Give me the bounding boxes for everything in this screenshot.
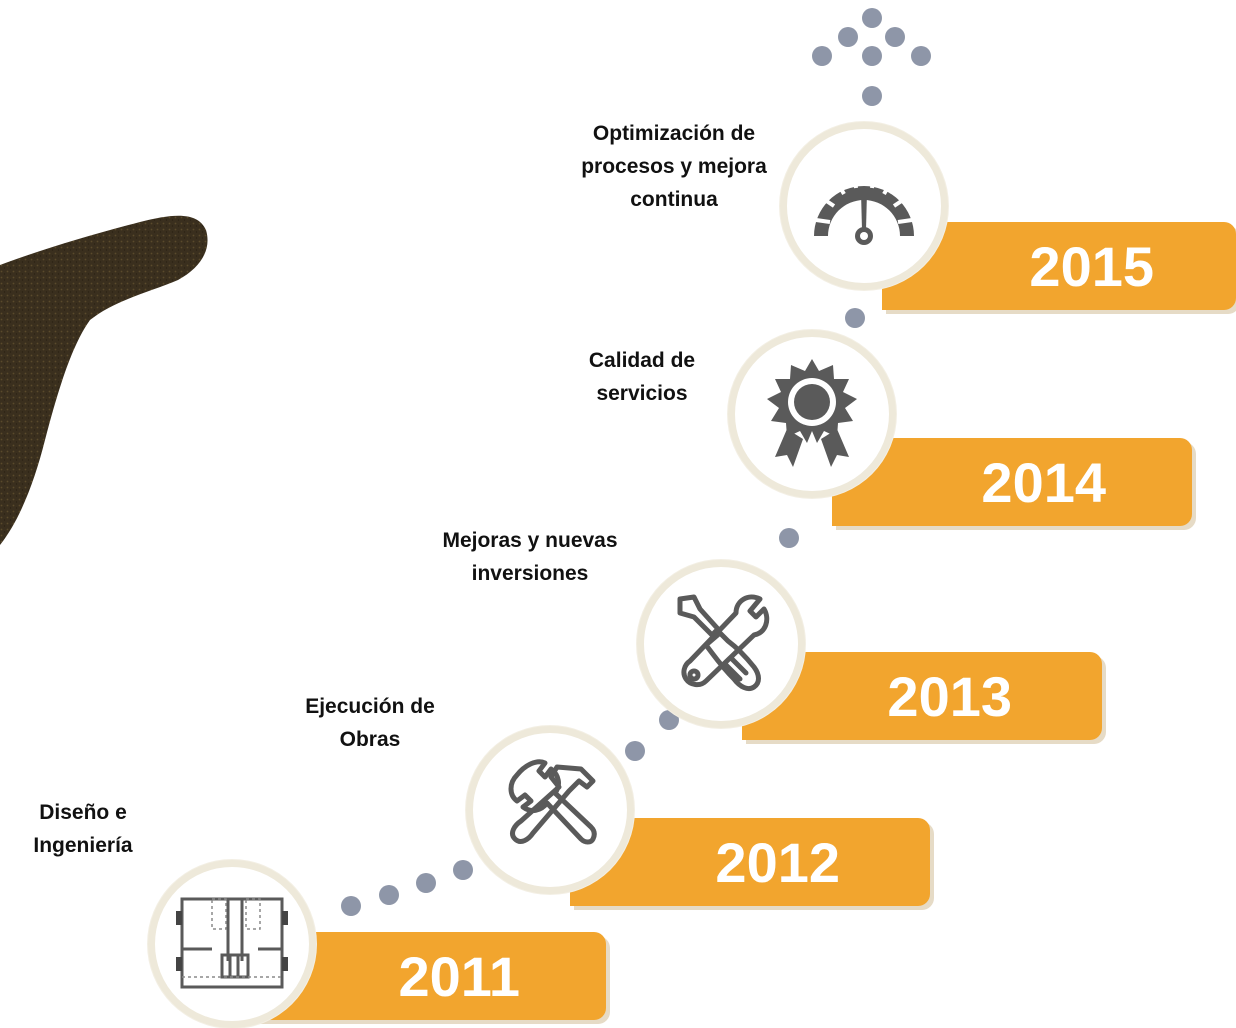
year-bar-2013: 2013 [742,652,1102,740]
label-line: servicios [596,382,688,405]
label-line: Obras [339,728,401,751]
milestone-label-2013: Mejoras y nuevas inversiones [410,524,650,590]
connector-dot [862,46,882,66]
connector-dot [416,873,436,893]
year-label: 2013 [887,664,1012,728]
connector-dot [838,27,858,47]
connector-dot [453,860,473,880]
milestone-circle-2011 [148,860,316,1028]
speedometer-icon [814,171,914,245]
connector-dot [885,27,905,47]
milestone-circle-2012 [466,726,634,894]
year-label: 2011 [398,944,521,1008]
connector-dot [659,710,679,730]
year-bar-2015: 2015 [882,222,1236,310]
floor-plan-icon [176,897,288,989]
milestone-label-2014: Calidad de servicios [552,344,732,410]
connector-dot [862,86,882,106]
connector-dot [779,528,799,548]
year-label: 2014 [981,450,1106,514]
label-line: inversiones [471,562,589,585]
label-line: Ejecución de [305,695,435,718]
connector-dot [812,46,832,66]
label-line: Optimización de [592,122,756,145]
connector-dot [625,741,645,761]
brush-stroke-decoration [0,215,208,546]
milestone-circle-2013 [637,560,805,728]
label-line: Mejoras y nuevas [442,529,618,552]
year-label: 2012 [715,830,840,894]
milestone-label-2012: Ejecución de Obras [270,690,470,756]
wrench-hammer-icon [508,759,597,845]
wrench-screwdriver-icon [677,594,770,692]
label-line: Calidad de [588,349,696,372]
connector-dot [341,896,361,916]
connector-dot [862,8,882,28]
connector-dot [379,885,399,905]
connector-dot [845,308,865,328]
year-bar-2014: 2014 [832,438,1192,526]
milestone-label-2015: Optimización de procesos y mejora contin… [556,117,792,216]
connector-dot [911,46,931,66]
year-label: 2015 [1029,234,1154,298]
award-ribbon-icon [767,358,857,467]
year-bar-2012: 2012 [570,818,930,906]
label-line: procesos y mejora [581,155,767,178]
label-line: Ingeniería [33,834,133,857]
milestone-circle-2014 [728,330,896,498]
milestone-label-2011: Diseño e Ingeniería [0,796,166,862]
label-line: continua [630,188,718,211]
milestone-circle-2015 [780,122,948,290]
label-line: Diseño e [39,801,127,824]
